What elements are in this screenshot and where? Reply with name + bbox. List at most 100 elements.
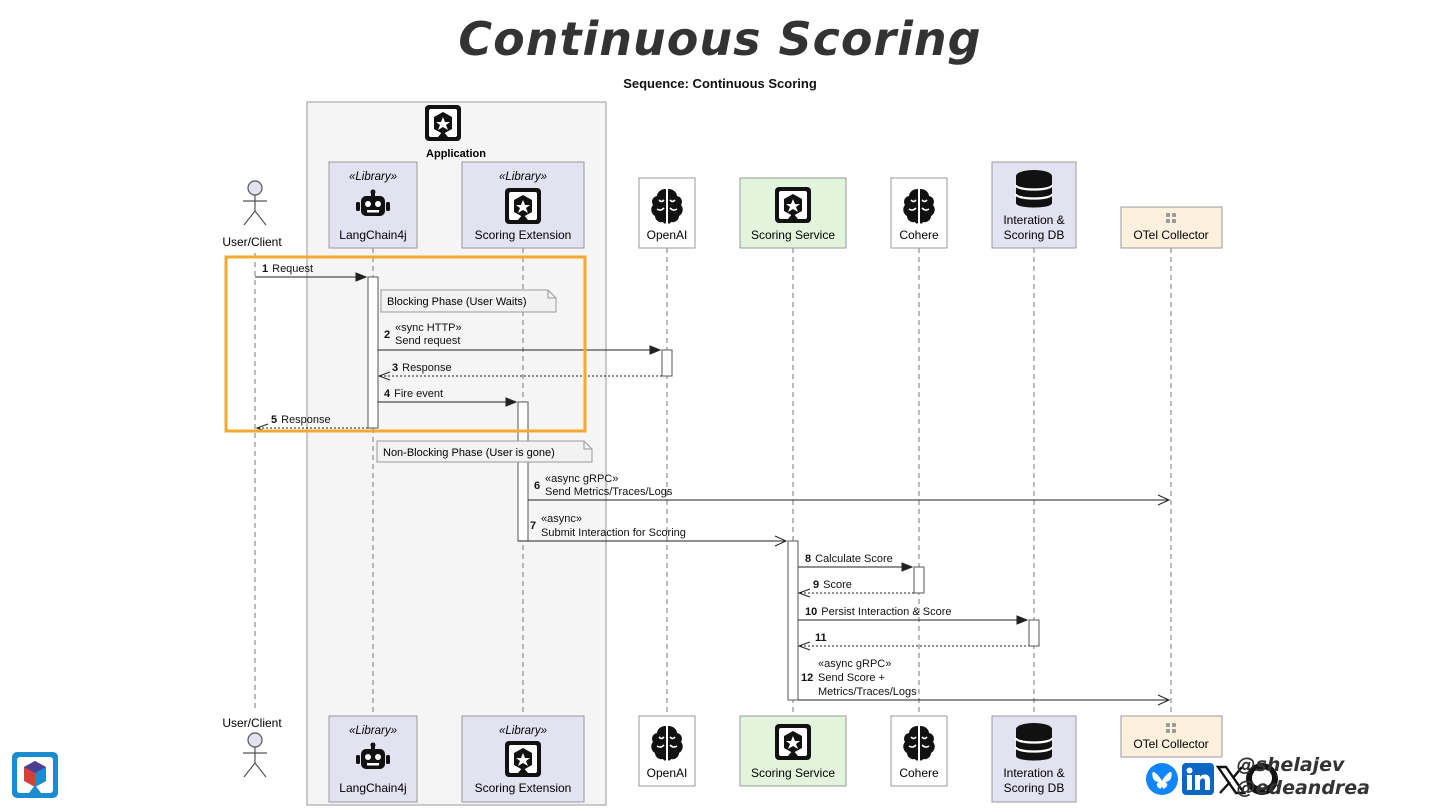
database-icon <box>1014 168 1054 209</box>
message-6-num: 6 <box>534 480 540 492</box>
participant-user-label: User/Client <box>222 235 282 249</box>
participant-langchain-stereotype-bottom: «Library» <box>349 725 397 737</box>
participant-langchain-stereotype: «Library» <box>349 171 397 183</box>
participant-user-label-bottom: User/Client <box>222 716 282 730</box>
quarkus-icon <box>505 188 541 224</box>
participant-db-label-line2: Scoring DB <box>1004 228 1065 242</box>
message-9-num: 9 <box>813 579 819 591</box>
message-7-text: Submit Interaction for Scoring <box>541 527 686 539</box>
activation-langchain <box>367 276 379 429</box>
message-7-stereotype: «async» <box>541 513 582 525</box>
participant-scoring-extension-stereotype-bottom: «Library» <box>499 725 547 737</box>
quarkus-icon <box>505 741 541 777</box>
message-12-text-line1: Send Score + <box>818 672 885 684</box>
quarkus-logo <box>12 752 58 798</box>
participant-scoring-extension-label: Scoring Extension <box>475 228 572 242</box>
message-6-text: Send Metrics/Traces/Logs <box>545 486 673 498</box>
handle-edeandrea[interactable]: @edeandrea <box>1236 777 1370 799</box>
message-10-num: 10 <box>805 606 817 618</box>
participant-cohere-bottom: Cohere <box>890 715 948 787</box>
message-lines <box>255 272 1171 706</box>
page-title: Continuous Scoring <box>458 12 982 66</box>
message-6-stereotype: «async gRPC» <box>545 473 618 485</box>
participant-openai-label-bottom: OpenAI <box>647 766 688 780</box>
message-2-num: 2 <box>384 329 390 341</box>
message-9-text: Score <box>823 579 852 591</box>
message-5-num: 5 <box>271 414 277 426</box>
github-icon <box>1246 763 1278 795</box>
message-5-text: Response <box>281 414 331 426</box>
activation-openai <box>661 349 673 377</box>
message-3-text: Response <box>402 362 452 374</box>
quarkus-icon <box>775 724 811 760</box>
message-11-num: 11 <box>815 632 827 644</box>
participant-cohere-label: Cohere <box>899 228 939 242</box>
activation-db <box>1028 619 1040 647</box>
message-3-num: 3 <box>392 362 398 374</box>
participant-scoring-extension-stereotype: «Library» <box>499 171 547 183</box>
activation-scoring-extension <box>517 401 529 542</box>
participant-db-top: Interation & Scoring DB <box>991 161 1077 249</box>
participant-scoring-extension-label-bottom: Scoring Extension <box>475 781 572 795</box>
message-1-num: 1 <box>262 263 268 275</box>
participant-db-label-line2-bottom: Scoring DB <box>1004 781 1065 795</box>
message-7-num: 7 <box>530 520 536 532</box>
note-nonblocking-text: Non-Blocking Phase (User is gone) <box>383 447 555 459</box>
message-12-num: 12 <box>801 672 813 684</box>
message-8-num: 8 <box>805 553 811 565</box>
participant-scoring-service-bottom: Scoring Service <box>739 715 847 787</box>
activation-cohere <box>913 566 925 594</box>
participant-db-label-line1-bottom: Interation & <box>1003 766 1064 780</box>
participant-scoring-service-top: Scoring Service <box>739 177 847 249</box>
database-icon <box>1014 721 1054 762</box>
participant-cohere-label-bottom: Cohere <box>899 766 939 780</box>
participant-scoring-service-label-bottom: Scoring Service <box>751 766 835 780</box>
linkedin-icon <box>1182 763 1214 795</box>
participant-otel-label-bottom: OTel Collector <box>1133 737 1208 751</box>
handle-shelajev[interactable]: @shelajev <box>1236 754 1345 776</box>
bluesky-icon <box>1146 763 1178 795</box>
participant-langchain-label-bottom: LangChain4j <box>339 781 406 795</box>
participant-db-bottom: Interation & Scoring DB <box>991 715 1077 803</box>
note-blocking-text: Blocking Phase (User Waits) <box>387 296 527 308</box>
diagram-subtitle: Sequence: Continuous Scoring <box>623 76 817 91</box>
participant-openai-bottom: OpenAI <box>638 715 696 787</box>
participant-scoring-extension-top: «Library» Scoring Extension <box>461 161 585 249</box>
message-4-text: Fire event <box>394 388 443 400</box>
quarkus-icon <box>775 187 811 223</box>
message-8-text: Calculate Score <box>815 553 893 565</box>
application-label: Application <box>426 148 486 160</box>
author-handles: @shelajev @edeandrea <box>1237 754 1370 800</box>
application-icon <box>425 105 461 141</box>
message-10-text: Persist Interaction & Score <box>821 606 951 618</box>
participant-langchain-bottom: «Library» LangChain4j <box>328 715 418 803</box>
participant-openai-top: OpenAI <box>638 177 696 249</box>
note-blocking-phase: Blocking Phase (User Waits) <box>380 289 557 313</box>
participant-otel-label: OTel Collector <box>1133 228 1208 242</box>
svg-text:11: 11 <box>815 632 827 644</box>
participant-otel-bottom: OTel Collector <box>1120 715 1223 758</box>
message-2-stereotype: «sync HTTP» <box>395 322 462 334</box>
participant-langchain-top: «Library» LangChain4j <box>328 161 418 249</box>
participant-cohere-top: Cohere <box>890 177 948 249</box>
participant-db-label-line1: Interation & <box>1003 213 1064 227</box>
message-2-text: Send request <box>395 335 460 347</box>
participant-user-bottom: User/Client <box>222 716 282 778</box>
blocking-phase-highlight <box>224 255 587 433</box>
activation-scoring-service <box>787 540 799 701</box>
message-1-text: Request <box>272 263 313 275</box>
participant-scoring-extension-bottom: «Library» Scoring Extension <box>461 715 585 803</box>
actor-icon <box>242 180 268 226</box>
message-12-stereotype: «async gRPC» <box>818 658 891 670</box>
message-4-num: 4 <box>384 388 391 400</box>
x-icon <box>1215 765 1247 795</box>
participant-openai-label: OpenAI <box>647 228 688 242</box>
note-nonblocking-phase: Non-Blocking Phase (User is gone) <box>376 440 593 463</box>
